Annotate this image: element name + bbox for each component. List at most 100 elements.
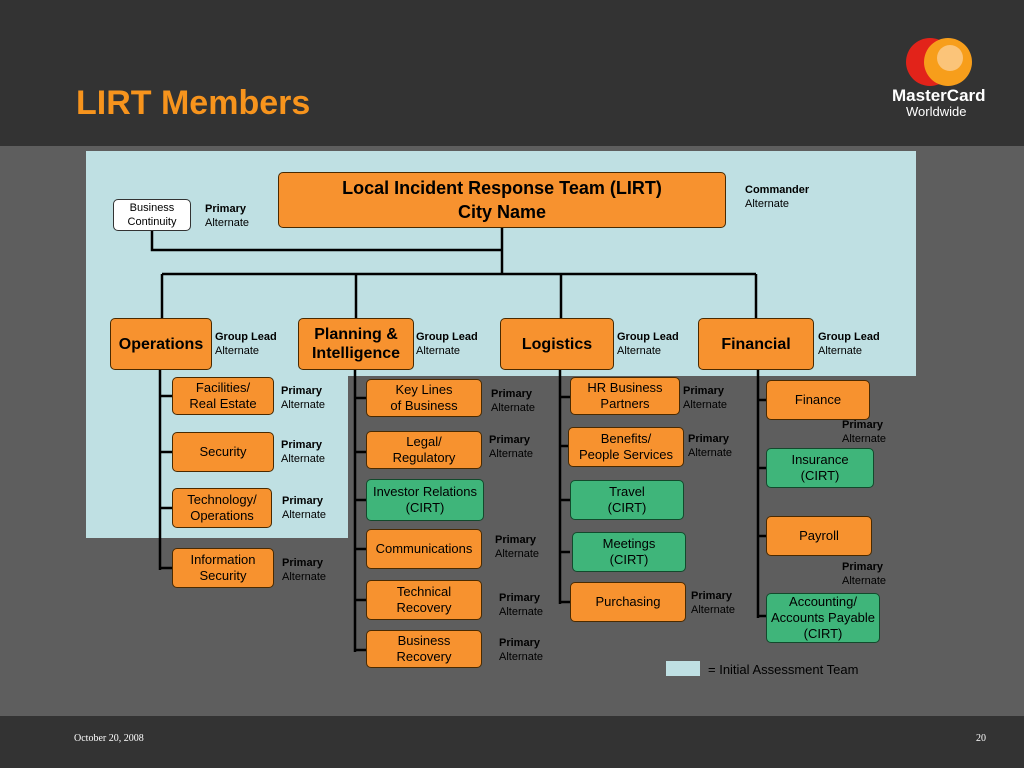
- node-line1: Purchasing: [595, 594, 661, 609]
- node-line1: Business: [397, 633, 451, 648]
- role-primary: Primary: [489, 434, 530, 446]
- node-facilities-real-estate: Facilities/ Real Estate: [172, 377, 274, 415]
- role-alternate: Alternate: [495, 548, 540, 560]
- node-technology-roles: Primary Alternate: [282, 494, 326, 522]
- role-primary: Primary: [281, 439, 322, 451]
- node-travel: Travel (CIRT): [570, 480, 684, 520]
- role-primary: Primary: [282, 557, 323, 569]
- node-line2: Real Estate: [189, 396, 257, 411]
- node-business-recovery-roles: Primary Alternate: [499, 636, 543, 664]
- lirt-roles: Commander Alternate: [745, 183, 809, 211]
- node-line2: Security: [199, 568, 247, 583]
- node-payroll: Payroll: [766, 516, 872, 556]
- node-line1: Benefits/: [600, 431, 652, 446]
- node-line2: Accounts Payable: [770, 610, 876, 625]
- group-operations-box: Operations: [110, 318, 212, 370]
- node-line2: Recovery: [396, 649, 452, 664]
- node-line1: Planning &: [314, 326, 398, 343]
- role-primary: Primary: [495, 534, 536, 546]
- node-line1: Business: [129, 202, 175, 214]
- group-planning-roles: Group Lead Alternate: [416, 330, 478, 358]
- role-alternate: Alternate: [683, 399, 728, 411]
- node-insurance: Insurance (CIRT): [766, 448, 874, 488]
- node-line2: (CIRT): [800, 468, 840, 483]
- role-alternate: Alternate: [745, 198, 790, 210]
- node-security: Security: [172, 432, 274, 472]
- node-line1: Meetings: [602, 536, 656, 551]
- role-alternate: Alternate: [499, 651, 544, 663]
- node-line2: Partners: [600, 396, 650, 411]
- node-line1: HR Business: [587, 380, 663, 395]
- role-primary: Primary: [282, 495, 323, 507]
- role-alternate: Alternate: [818, 345, 863, 357]
- footer-date: October 20, 2008: [74, 733, 144, 744]
- node-key-lines-roles: Primary Alternate: [491, 387, 535, 415]
- role-alternate: Alternate: [281, 399, 326, 411]
- lirt-city: City Name: [457, 202, 547, 222]
- node-finance: Finance: [766, 380, 870, 420]
- node-line2: Regulatory: [392, 450, 456, 465]
- node-line2: (CIRT): [607, 500, 647, 515]
- role-primary: Primary: [683, 385, 724, 397]
- node-line1: Technical: [396, 584, 452, 599]
- node-line2: of Business: [390, 398, 458, 413]
- node-communications-roles: Primary Alternate: [495, 533, 539, 561]
- node-information-security: Information Security: [172, 548, 274, 588]
- node-line1: Operations: [118, 335, 204, 353]
- role-group-lead: Group Lead: [617, 331, 679, 343]
- group-planning-box: Planning & Intelligence: [298, 318, 414, 370]
- node-purchasing-roles: Primary Alternate: [691, 589, 735, 617]
- node-finance-roles: Primary Alternate: [842, 418, 886, 446]
- node-facilities-roles: Primary Alternate: [281, 384, 325, 412]
- node-line1: Communications: [375, 541, 473, 556]
- node-line1: Technology/: [187, 492, 257, 507]
- legend-label: = Initial Assessment Team: [708, 662, 859, 677]
- node-line1: Investor Relations: [372, 484, 478, 499]
- role-commander: Commander: [745, 184, 810, 196]
- node-line2: Intelligence: [311, 345, 401, 362]
- role-alternate: Alternate: [416, 345, 461, 357]
- node-line1: Insurance: [791, 452, 849, 467]
- node-business-recovery: Business Recovery: [366, 630, 482, 668]
- slide-title: LIRT Members: [76, 84, 311, 122]
- role-alternate: Alternate: [617, 345, 662, 357]
- role-alternate: Alternate: [215, 345, 260, 357]
- role-alternate: Alternate: [281, 453, 326, 465]
- node-technology-operations: Technology/ Operations: [172, 488, 272, 528]
- legend-swatch: [666, 661, 700, 676]
- role-primary: Primary: [691, 590, 732, 602]
- node-line2: (CIRT): [609, 552, 649, 567]
- node-line1: Information: [190, 552, 256, 567]
- role-primary: Primary: [842, 561, 883, 573]
- role-alternate: Alternate: [691, 604, 736, 616]
- node-line1: Logistics: [521, 335, 593, 353]
- role-alternate: Alternate: [489, 448, 534, 460]
- role-primary: Primary: [842, 419, 883, 431]
- business-continuity-roles: Primary Alternate: [205, 202, 249, 230]
- node-technical-recovery-roles: Primary Alternate: [499, 591, 543, 619]
- node-line2: Operations: [190, 508, 254, 523]
- node-line1: Facilities/: [195, 380, 251, 395]
- node-accounting-payable: Accounting/ Accounts Payable (CIRT): [766, 593, 880, 643]
- node-line1: Legal/: [406, 434, 442, 449]
- node-line1: Finance: [794, 392, 842, 407]
- node-security-roles: Primary Alternate: [281, 438, 325, 466]
- role-group-lead: Group Lead: [818, 331, 880, 343]
- node-technical-recovery: Technical Recovery: [366, 580, 482, 620]
- node-line2: Recovery: [396, 600, 452, 615]
- group-logistics-roles: Group Lead Alternate: [617, 330, 679, 358]
- role-alternate: Alternate: [842, 433, 887, 445]
- role-alternate: Alternate: [499, 606, 544, 618]
- slide-header: [0, 0, 1024, 146]
- node-legal-roles: Primary Alternate: [489, 433, 533, 461]
- node-line3: (CIRT): [803, 626, 843, 641]
- group-financial-roles: Group Lead Alternate: [818, 330, 880, 358]
- node-hr-business-partners: HR Business Partners: [570, 377, 680, 415]
- node-line1: Travel: [609, 484, 645, 499]
- role-group-lead: Group Lead: [416, 331, 478, 343]
- node-purchasing: Purchasing: [570, 582, 686, 622]
- role-alternate: Alternate: [282, 571, 327, 583]
- group-operations-roles: Group Lead Alternate: [215, 330, 277, 358]
- node-line1: Security: [199, 444, 247, 459]
